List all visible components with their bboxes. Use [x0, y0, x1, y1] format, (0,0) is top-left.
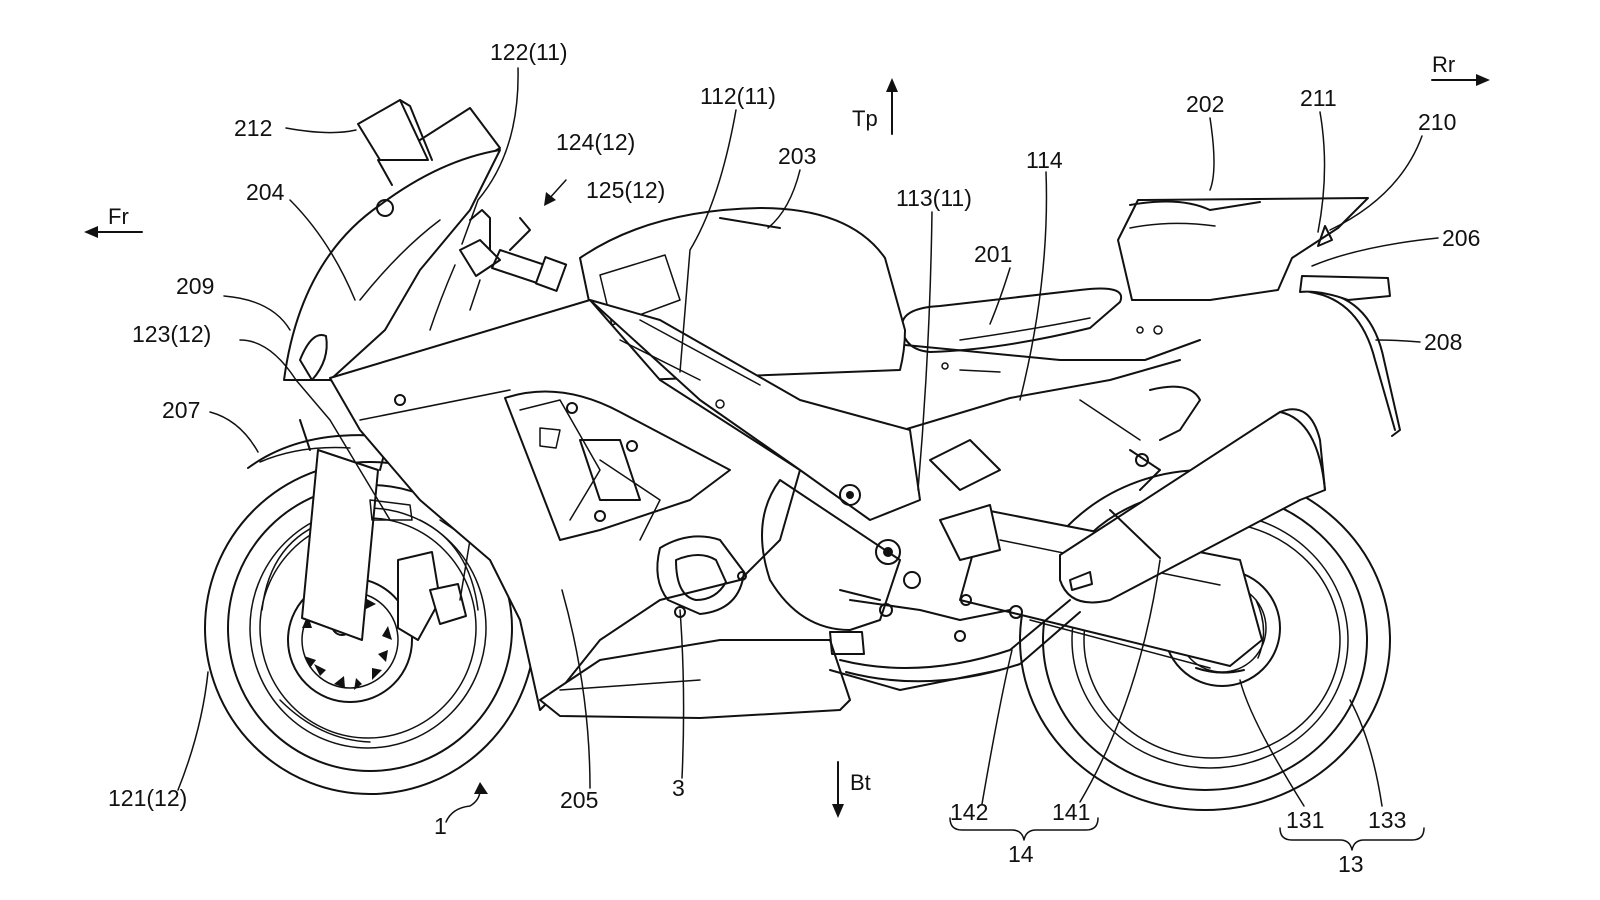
- brace-13: [1279, 827, 1425, 851]
- label-202: 202: [1186, 91, 1224, 117]
- label-203: 203: [778, 143, 816, 169]
- label-207: 207: [162, 397, 200, 423]
- label-122: 122(11): [490, 39, 568, 65]
- label-124: 124(12): [556, 129, 635, 155]
- label-212: 212: [234, 115, 272, 141]
- label-112: 112(11): [700, 83, 776, 109]
- rear-direction-label: Rr: [1432, 52, 1455, 77]
- exhaust-pipe: [839, 599, 1071, 669]
- tail-cowl: [1117, 197, 1369, 335]
- label-114: 114: [1026, 147, 1063, 173]
- reference-labels: 122(11) 112(11) 124(12) 125(12) 212 203 …: [108, 39, 1480, 877]
- engine: [599, 459, 747, 618]
- label-131: 131: [1286, 807, 1324, 833]
- under-cowl: [539, 639, 851, 719]
- motorcycle-drawing: [204, 99, 1401, 811]
- direction-front: Fr: [84, 204, 143, 238]
- front-cowl: [283, 149, 501, 381]
- top-direction-label: Tp: [852, 106, 878, 131]
- direction-rear: Rr: [1431, 52, 1490, 86]
- front-direction-label: Fr: [108, 204, 129, 229]
- label-123: 123(12): [132, 321, 211, 347]
- label-125: 125(12): [586, 177, 665, 203]
- label-210: 210: [1418, 109, 1456, 135]
- label-206: 206: [1442, 225, 1480, 251]
- reference-arrow-1: [445, 782, 488, 823]
- label-14: 14: [1008, 841, 1034, 867]
- label-141: 141: [1052, 799, 1090, 825]
- label-133: 133: [1368, 807, 1406, 833]
- label-209: 209: [176, 273, 214, 299]
- label-204: 204: [246, 179, 285, 205]
- brace-14: [949, 817, 1099, 841]
- seat: [900, 287, 1123, 353]
- label-142: 142: [950, 799, 988, 825]
- label-13: 13: [1338, 851, 1364, 877]
- label-3: 3: [672, 775, 685, 801]
- label-208: 208: [1424, 329, 1462, 355]
- footpeg-area: [829, 504, 1023, 691]
- handlebar: [429, 209, 568, 331]
- leader-lines: [177, 67, 1439, 807]
- label-211: 211: [1300, 85, 1337, 111]
- label-1: 1: [434, 813, 447, 839]
- direction-top: Tp: [852, 78, 898, 135]
- reference-arrow-124: [544, 179, 567, 206]
- label-205: 205: [560, 787, 598, 813]
- windscreen: [357, 99, 501, 186]
- label-201: 201: [974, 241, 1012, 267]
- label-113: 113(11): [896, 185, 972, 211]
- main-frame: [589, 299, 921, 631]
- side-fairing: [329, 299, 801, 711]
- label-121: 121(12): [108, 785, 187, 811]
- direction-bottom: Bt: [832, 761, 871, 818]
- muffler: [1059, 408, 1326, 604]
- bottom-direction-label: Bt: [850, 770, 871, 795]
- rear-shock: [929, 385, 1201, 491]
